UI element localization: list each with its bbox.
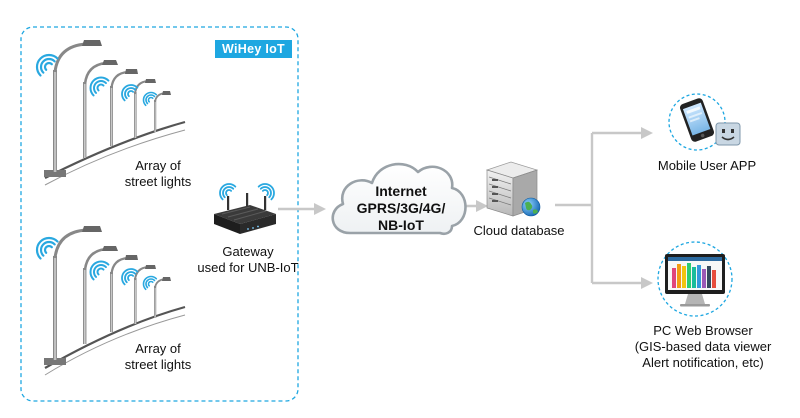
street-lights-array-top (35, 40, 186, 186)
arrow-database-to-clients (555, 131, 643, 285)
gateway-icon (214, 193, 276, 234)
globe-icon (521, 197, 541, 217)
street-lights-top-label: Array of street lights (124, 158, 192, 189)
cloud-database-label: Cloud database (473, 223, 565, 238)
internet-cloud-icon (331, 162, 467, 236)
wifi-icon (35, 53, 158, 107)
street-light-icon (83, 246, 118, 344)
street-light-icon (53, 226, 102, 360)
smiley-face-icon (715, 122, 741, 146)
street-light-icon (110, 255, 138, 332)
street-light-icon (154, 91, 171, 132)
arrowhead (641, 127, 653, 139)
gateway-label: Gateway used for UNB-IoT (197, 244, 299, 275)
wihey-iot-boundary (20, 26, 299, 402)
street-light-icon (83, 60, 118, 158)
street-light-icon (53, 40, 102, 172)
street-light-icon (134, 79, 156, 138)
wifi-icon (35, 236, 158, 291)
street-lights-array-bottom (35, 226, 186, 376)
street-lights-bottom-label: Array of street lights (124, 341, 192, 372)
wifi-icon (219, 183, 275, 201)
arrowhead (641, 277, 653, 289)
street-light-icon (110, 69, 138, 146)
wihey-iot-label: WiHey IoT (215, 40, 292, 58)
street-light-icon (134, 265, 156, 324)
cloud-database-icon (485, 161, 539, 217)
mobile-phone-icon (668, 93, 726, 151)
street-light-icon (154, 277, 171, 318)
mobile-app-label: Mobile User APP (657, 158, 757, 173)
pc-monitor-icon (657, 241, 733, 317)
arrow-gateway-to-internet (278, 203, 326, 215)
pc-browser-label: PC Web Browser (GIS-based data viewer Al… (634, 323, 772, 370)
internet-label: Internet GPRS/3G/4G/ NB-IoT (356, 183, 446, 233)
